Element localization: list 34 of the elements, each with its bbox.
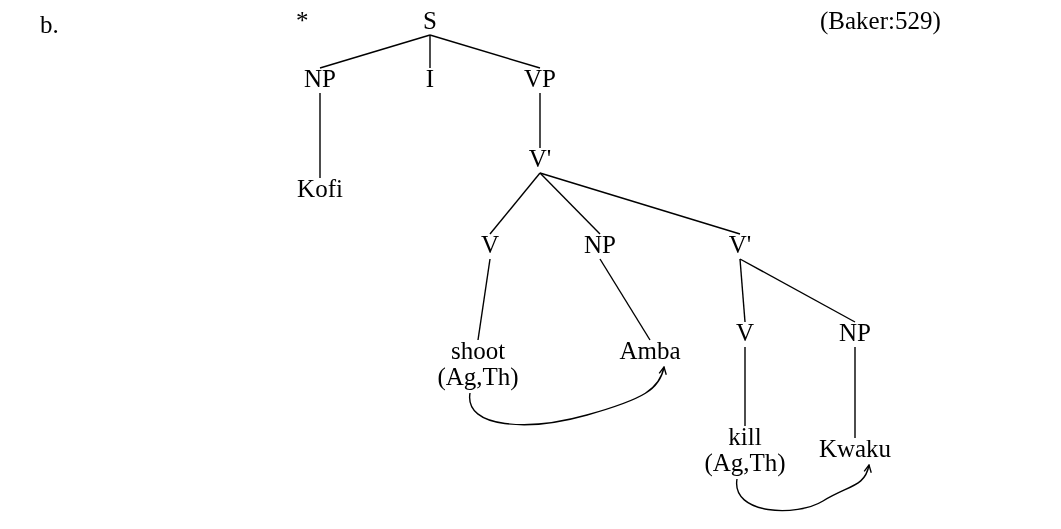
tree-node-label: kill (Ag,Th) bbox=[700, 424, 790, 476]
branch-line bbox=[539, 172, 601, 235]
branch-line bbox=[854, 346, 856, 439]
tree-node-label: V bbox=[480, 232, 500, 258]
tree-node-label: Kwaku bbox=[818, 436, 892, 462]
tree-node-label: NP bbox=[304, 66, 336, 92]
tree-node-label: VP bbox=[524, 66, 556, 92]
branch-line bbox=[739, 258, 746, 323]
arrow bbox=[736, 464, 872, 512]
branch-line bbox=[429, 34, 431, 69]
branch-line bbox=[739, 258, 856, 323]
tree-node-label: V bbox=[735, 320, 755, 346]
tree-node-label: Amba bbox=[619, 338, 681, 364]
branch-line bbox=[319, 34, 431, 69]
branch-line bbox=[477, 258, 491, 341]
tree-node-label: Kofi bbox=[297, 176, 343, 202]
asterisk: * bbox=[296, 8, 309, 34]
branch-line bbox=[539, 172, 741, 235]
citation: (Baker:529) bbox=[820, 8, 941, 34]
tree-node-label: shoot (Ag,Th) bbox=[433, 338, 523, 390]
tree-node-label: V' bbox=[728, 232, 752, 258]
branch-line bbox=[744, 346, 746, 427]
tree-node-label: V' bbox=[528, 146, 552, 172]
branch-line bbox=[319, 92, 321, 179]
tree-node-label: NP bbox=[839, 320, 871, 346]
tree-node-label: NP bbox=[584, 232, 616, 258]
example-label: b. bbox=[40, 12, 59, 38]
branch-line bbox=[599, 258, 651, 341]
arrow bbox=[469, 366, 667, 426]
tree-node-label: I bbox=[425, 66, 435, 92]
tree-node-label: S bbox=[423, 8, 437, 34]
branch-line bbox=[539, 92, 541, 149]
branch-line bbox=[429, 34, 541, 69]
branch-line bbox=[489, 172, 541, 235]
